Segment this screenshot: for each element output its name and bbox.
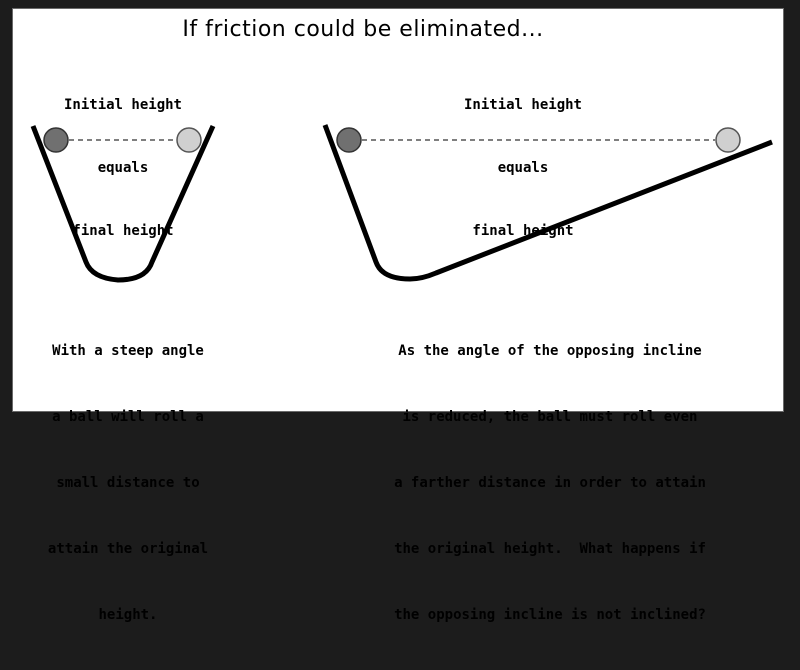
left-caption-line-4: attain the original — [47, 541, 209, 557]
left-label-line-2: equals — [97, 160, 149, 176]
left-caption-line-3: small distance to — [56, 475, 200, 491]
left-caption-line-1: With a steep angle — [52, 343, 204, 359]
left-label-line-3: final height — [72, 223, 174, 239]
right-final-ball — [715, 127, 741, 153]
left-caption-line-2: a ball will roll a — [52, 409, 204, 425]
left-caption-line-5: height. — [98, 607, 158, 623]
right-caption-line-1: As the angle of the opposing incline — [398, 343, 702, 359]
right-label-line-1: Initial height — [463, 97, 582, 113]
diagram-drawing — [30, 124, 773, 283]
right-caption-line-4: the original height. What happens if — [394, 541, 706, 557]
left-u-track — [30, 124, 216, 283]
figure-panel: If friction could be eliminated... Initi… — [13, 9, 783, 623]
right-caption: As the angle of the opposing incline is … — [370, 296, 730, 670]
left-final-ball — [176, 127, 202, 153]
right-initial-ball — [336, 127, 362, 153]
left-initial-ball — [43, 127, 69, 153]
right-caption-line-2: is reduced, the ball must roll even — [402, 409, 698, 425]
left-caption: With a steep angle a ball will roll a sm… — [23, 296, 233, 670]
right-caption-line-3: a farther distance in order to attain — [394, 475, 706, 491]
right-incline-track — [322, 124, 773, 282]
left-height-label: Initial height equals final height — [43, 53, 203, 284]
left-label-line-1: Initial height — [63, 97, 182, 113]
figure-title: If friction could be eliminated... — [182, 17, 544, 42]
right-caption-line-5: the opposing incline is not inclined? — [394, 607, 706, 623]
right-label-line-2: equals — [497, 160, 549, 176]
